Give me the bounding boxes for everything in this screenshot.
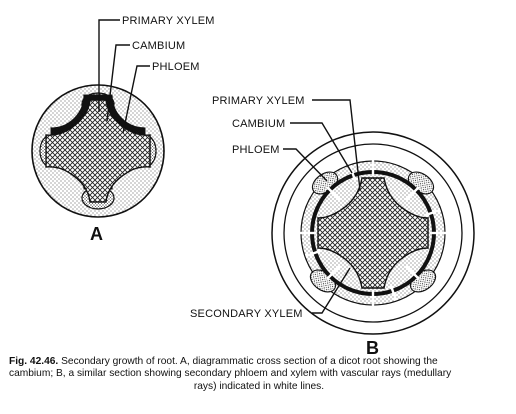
diagram-a-cambium-label: CAMBIUM <box>132 40 185 52</box>
diagram-b-leaders <box>283 99 361 314</box>
diagram-b-secondary-xylem-label: SECONDARY XYLEM <box>190 308 303 320</box>
diagram-b-primary-xylem <box>317 177 429 289</box>
diagram-a-letter: A <box>90 224 103 244</box>
figure-caption: Fig. 42.46. Secondary growth of root. A,… <box>9 356 509 393</box>
diagram-a-primary-xylem <box>45 99 151 203</box>
diagram-b-primary-xylem-label: PRIMARY XYLEM <box>212 95 305 107</box>
diagram-b: PRIMARY XYLEM CAMBIUM PHLOEM SECONDARY X… <box>190 95 475 358</box>
diagram-a-phloem-label: PHLOEM <box>152 61 200 73</box>
diagram-a-leaders <box>98 19 150 134</box>
caption-line-3: rays) indicated in white lines. <box>193 380 325 392</box>
diagram-b-medullary-rays <box>300 160 446 306</box>
diagram-b-cambium-label: CAMBIUM <box>232 118 285 130</box>
diagram-b-letter: B <box>366 338 379 358</box>
caption-line-2: cambium; B, a similar section showing se… <box>9 368 452 380</box>
diagram-b-phloem-label: PHLOEM <box>232 144 280 156</box>
caption-line-1: Secondary growth of root. A, diagrammati… <box>61 356 438 367</box>
figure-number: Fig. 42.46. <box>9 356 59 367</box>
diagram-a-primary-xylem-label: PRIMARY XYLEM <box>122 15 215 27</box>
diagram-a: PRIMARY XYLEM CAMBIUM PHLOEM A <box>31 15 215 244</box>
